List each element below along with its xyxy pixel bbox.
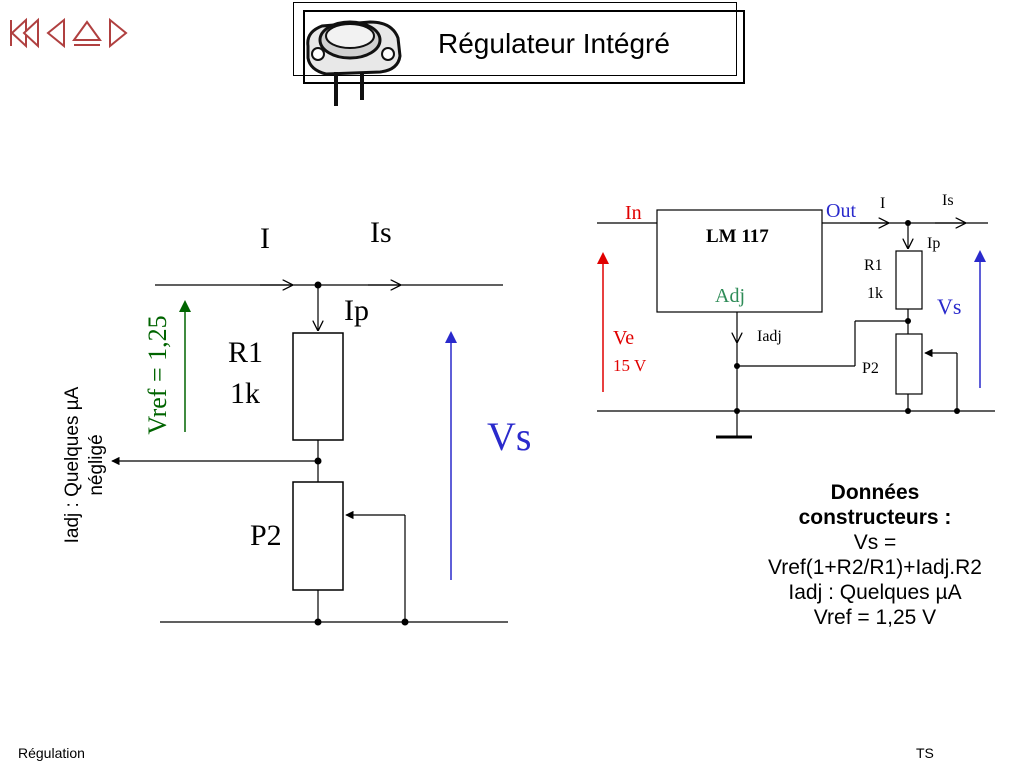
left-label-i: I — [260, 222, 270, 255]
right-label-ip: Ip — [927, 235, 940, 252]
slide-navigation — [8, 16, 130, 50]
title-frame — [293, 2, 737, 76]
right-label-adj: Adj — [715, 285, 745, 307]
specs-line1: Vs = — [853, 531, 897, 554]
specs-heading-line1: Données — [830, 481, 920, 504]
right-label-r1: R1 — [864, 257, 883, 274]
left-p2-potentiometer — [292, 481, 344, 591]
specs-line4: Vref = 1,25 V — [813, 606, 937, 629]
first-slide-icon[interactable] — [8, 16, 42, 50]
slide-title: Régulateur Intégré — [438, 28, 670, 59]
next-slide-icon[interactable] — [106, 16, 130, 50]
home-icon[interactable] — [70, 16, 104, 50]
regulator-package-picture — [306, 20, 402, 106]
right-p2-potentiometer — [895, 333, 923, 395]
right-label-r1-value: 1k — [867, 285, 883, 302]
left-label-p2: P2 — [250, 519, 282, 552]
previous-slide-icon[interactable] — [44, 16, 68, 50]
right-divider-branch — [854, 220, 960, 414]
right-adj-branch — [716, 312, 855, 439]
footer-left-text: Régulation — [18, 745, 85, 761]
right-label-ve: Ve — [613, 327, 634, 349]
left-label-ip: Ip — [344, 294, 369, 327]
left-vertical-branch — [111, 281, 409, 626]
title-frame-back — [303, 10, 745, 84]
right-label-chip: LM 117 — [706, 226, 769, 247]
manufacturer-specs: Données constructeurs : Vs = Vref(1+R2/R… — [700, 480, 1024, 630]
right-label-is: Is — [942, 192, 954, 209]
left-label-is: Is — [370, 216, 392, 249]
right-label-in: In — [625, 202, 642, 224]
lm117-block — [656, 209, 823, 313]
footer-right-text: TS — [916, 745, 934, 761]
left-label-r1-value: 1k — [230, 377, 260, 410]
right-label-iadj: Iadj — [757, 328, 782, 345]
specs-heading-line2: constructeurs : — [798, 506, 952, 529]
specs-line2: Vref(1+R2/R1)+Iadj.R2 — [768, 556, 982, 579]
right-label-p2: P2 — [862, 360, 879, 377]
right-label-ve-value: 15 V — [613, 356, 647, 375]
right-label-vs: Vs — [937, 294, 961, 319]
left-label-r1: R1 — [228, 336, 263, 369]
left-label-vs: Vs — [487, 414, 531, 459]
specs-line3: Iadj : Quelques µA — [788, 581, 962, 604]
right-r1-resistor — [895, 250, 923, 310]
right-label-i: I — [880, 195, 885, 212]
right-label-out: Out — [826, 200, 856, 222]
